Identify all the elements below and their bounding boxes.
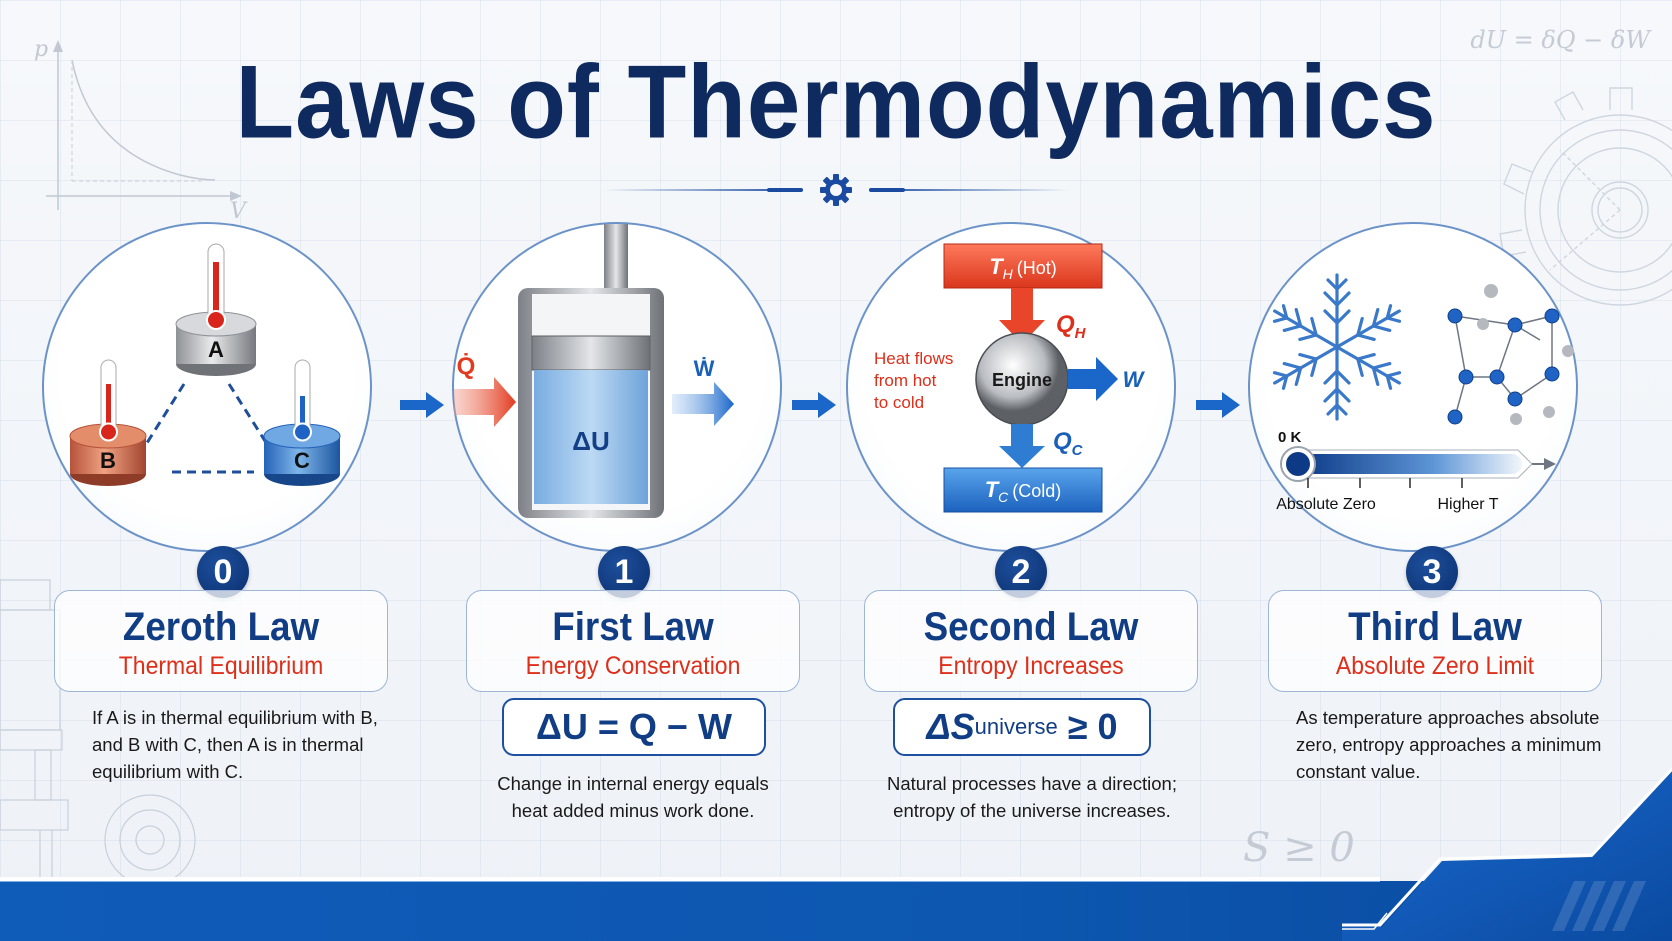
svg-text:Heat flows: Heat flows (874, 349, 953, 368)
zeroth-law-illustration: A B C (42, 222, 372, 552)
law-number-badge-0: 0 (197, 546, 249, 598)
flow-arrow-2-to-3 (1196, 392, 1240, 418)
flow-arrow-1-to-2 (792, 392, 836, 418)
page-title: Laws of Thermodynamics (235, 44, 1437, 161)
footer-corner-decoration (1342, 767, 1672, 941)
svg-text:W: W (1123, 367, 1146, 392)
second-law-illustration: TH(Hot) QH Engine W QC TC(Cold) Heat flo… (846, 222, 1176, 552)
svg-text:TH(Hot): TH(Hot) (989, 254, 1057, 282)
svg-text:to cold: to cold (874, 393, 924, 412)
svg-text:Absolute Zero: Absolute Zero (1276, 496, 1376, 513)
law-name: Third Law (1348, 605, 1522, 649)
law-name: First Law (552, 605, 714, 649)
molecule-lattice-icon (1447, 284, 1574, 425)
first-law-illustration: ΔU Q̇ Ẇ (434, 216, 782, 552)
svg-text:B: B (100, 448, 116, 473)
svg-text:Q̇: Q̇ (457, 353, 476, 380)
second-law-description: Natural processes have a direction; entr… (887, 773, 1177, 821)
zeroth-law-card: Zeroth Law Thermal Equilibrium (54, 590, 388, 692)
law-subtitle: Entropy Increases (938, 652, 1124, 680)
flow-arrow-0-to-1 (400, 392, 444, 418)
body-a: A (175, 243, 257, 376)
svg-text:Engine: Engine (992, 370, 1052, 390)
svg-text:Ẇ: Ẇ (694, 356, 715, 381)
law-subtitle: Energy Conservation (525, 652, 741, 680)
law-number-badge-3: 3 (1406, 546, 1458, 598)
law-name: Zeroth Law (122, 605, 320, 649)
law-number-badge-1: 1 (598, 546, 650, 598)
first-law-equation: ΔU = Q − W (502, 698, 766, 756)
body-c: C (263, 359, 341, 486)
formula-decoration-top: dU = δQ − δW (1470, 26, 1650, 54)
zeroth-law-description: If A is in thermal equilibrium with B, a… (92, 707, 378, 782)
svg-text:QC: QC (1053, 428, 1084, 459)
equation-subscript: universe (974, 714, 1058, 739)
snowflake-icon (1267, 273, 1407, 421)
law-subtitle: Thermal Equilibrium (118, 652, 324, 680)
heat-engine-diagram: TH(Hot) QH Engine W QC TC(Cold) Heat flo… (874, 243, 1146, 513)
svg-text:from hot: from hot (874, 371, 937, 390)
law-number-badge-2: 2 (995, 546, 1047, 598)
thermal-equilibrium-diagram: A B C (69, 243, 341, 486)
footer-white-line (0, 877, 1380, 881)
svg-text:0 K: 0 K (1278, 429, 1302, 446)
third-law-card: Third Law Absolute Zero Limit (1268, 590, 1602, 692)
equation-relation: ≥ 0 (1067, 706, 1118, 747)
third-law-description: As temperature approaches absolute zero,… (1296, 707, 1602, 782)
svg-text:V: V (230, 199, 248, 220)
absolute-zero-diagram: 0 K Absolute Zero Higher T (1267, 273, 1574, 513)
first-law-card: First Law Energy Conservation (466, 590, 800, 692)
second-law-card: Second Law Entropy Increases (864, 590, 1198, 692)
svg-text:C: C (294, 448, 310, 473)
piston-cylinder-diagram: ΔU Q̇ Ẇ (434, 216, 734, 518)
heat-flow-note: Heat flows from hot to cold (874, 349, 953, 412)
svg-text:TC(Cold): TC(Cold) (985, 477, 1062, 505)
law-name: Second Law (923, 605, 1139, 649)
first-law-description: Change in internal energy equals heat ad… (497, 773, 769, 821)
svg-text:QH: QH (1056, 311, 1087, 342)
formula-decoration-bottom: S ≥ 0 (1243, 825, 1355, 871)
title-divider (560, 174, 1112, 206)
law-subtitle: Absolute Zero Limit (1335, 652, 1535, 680)
third-law-illustration: 0 K Absolute Zero Higher T (1248, 222, 1578, 552)
svg-text:Higher T: Higher T (1437, 496, 1498, 513)
equation-main: ΔS (926, 706, 975, 747)
divider-line-right (869, 188, 1069, 192)
divider-line-left (603, 188, 803, 192)
body-b: B (69, 359, 147, 486)
gear-icon (820, 174, 852, 206)
svg-text:ΔU: ΔU (572, 426, 609, 456)
svg-text:A: A (208, 337, 224, 362)
